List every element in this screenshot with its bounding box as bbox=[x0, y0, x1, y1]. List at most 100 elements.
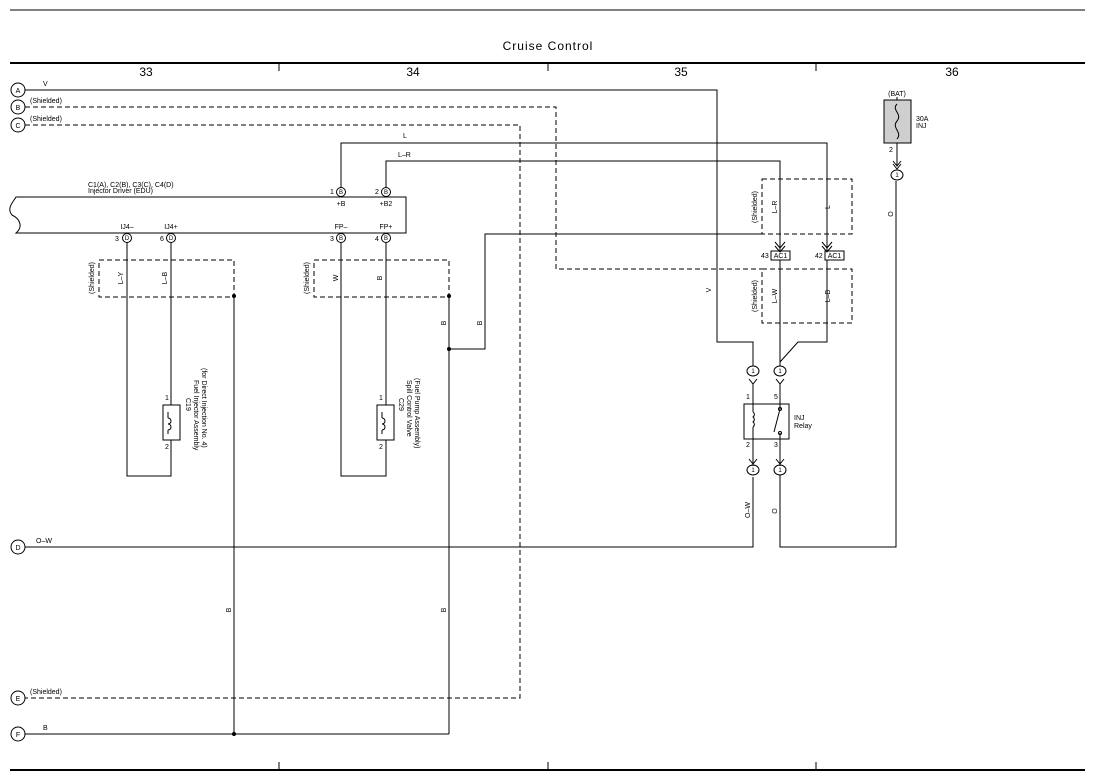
column-number: 33 bbox=[139, 65, 153, 79]
relay-name: Relay bbox=[794, 423, 812, 430]
shield-box-lower bbox=[761, 268, 853, 324]
wire-color-label: W bbox=[333, 274, 340, 281]
column-number: 34 bbox=[406, 65, 420, 79]
wire-color-label: O bbox=[888, 211, 895, 217]
wire-spill-minus bbox=[340, 243, 387, 477]
svg-text:C: C bbox=[15, 123, 20, 130]
connector-arrow bbox=[821, 241, 833, 253]
wire-l-r bbox=[385, 160, 781, 251]
pin-number: 1 bbox=[330, 189, 334, 196]
wire-color-label: B bbox=[226, 607, 233, 612]
edu-connectors: C1(A), C2(B), C3(C), C4(D) bbox=[88, 182, 174, 189]
pin-label: IJ4+ bbox=[164, 224, 177, 231]
relay-connector-top-1: 1 bbox=[746, 365, 760, 385]
svg-text:B: B bbox=[339, 190, 343, 196]
spill-valve-name: Spill Control Valve bbox=[405, 380, 412, 437]
connector-b-pin bbox=[336, 233, 346, 243]
pin-number: 2 bbox=[165, 444, 169, 451]
relay-name: INJ bbox=[794, 415, 805, 422]
relay-pin-number: 5 bbox=[774, 394, 778, 401]
inj-fuse bbox=[883, 99, 912, 144]
splice-point bbox=[232, 732, 236, 736]
edu-name: Injector Driver (EDU) bbox=[88, 188, 153, 195]
pin-number: 6 bbox=[160, 236, 164, 243]
splice-point bbox=[232, 294, 236, 298]
fuse-name: INJ bbox=[916, 123, 927, 130]
connector-arrow bbox=[774, 241, 786, 253]
junction-code: AC1 bbox=[774, 253, 788, 260]
wire-v bbox=[25, 89, 754, 366]
pin-label: IJ4– bbox=[120, 224, 133, 231]
pin-number: 3 bbox=[330, 236, 334, 243]
wire-l-b bbox=[779, 260, 828, 363]
terminal-e: E bbox=[10, 690, 26, 706]
svg-text:B: B bbox=[384, 236, 388, 242]
fuel-injector-coil bbox=[162, 404, 181, 441]
wire-color-label: L–W bbox=[772, 288, 779, 303]
svg-text:1: 1 bbox=[751, 468, 755, 474]
pin-label: FP+ bbox=[379, 224, 392, 231]
injector-driver-edu bbox=[9, 196, 407, 234]
svg-text:1: 1 bbox=[778, 468, 782, 474]
fuse-rating: 30A bbox=[916, 116, 929, 123]
svg-text:D: D bbox=[15, 545, 20, 552]
wire-color-label: L bbox=[825, 205, 832, 209]
svg-text:B: B bbox=[384, 190, 388, 196]
svg-text:D: D bbox=[125, 236, 130, 242]
column-number: 35 bbox=[674, 65, 688, 79]
spill-valve-subname: (Fuel Pump Assembly) bbox=[413, 378, 420, 448]
terminal-c: C bbox=[10, 117, 26, 133]
relay-connector-bottom-1: 1 bbox=[746, 439, 760, 476]
pin-number: 2 bbox=[379, 444, 383, 451]
shield-label: (Shielded) bbox=[30, 689, 62, 696]
wire-color-label: L–Y bbox=[118, 271, 125, 284]
svg-text:1: 1 bbox=[751, 369, 755, 375]
relay-connector-top-2: 1 bbox=[773, 365, 787, 385]
pin-number: 1 bbox=[379, 395, 383, 402]
wire-color-label: B bbox=[43, 725, 48, 732]
injector-subname: (for Direct Injection No. 4) bbox=[200, 368, 207, 448]
shield-wire-c bbox=[25, 124, 521, 699]
injector-name: Fuel Injector Assembly bbox=[192, 380, 199, 451]
shield-label: (Shielded) bbox=[30, 98, 62, 105]
svg-text:F: F bbox=[16, 732, 20, 739]
wire-color-label: L–B bbox=[162, 271, 169, 284]
wire-color-label: O–W bbox=[745, 502, 752, 518]
wire-color-label: O–W bbox=[36, 538, 52, 545]
wire-color-label: O bbox=[772, 508, 779, 514]
fuse-pin-number: 2 bbox=[889, 147, 893, 154]
wire-color-label: B bbox=[377, 275, 384, 280]
relay-pin-number: 1 bbox=[746, 394, 750, 401]
junction-code: AC1 bbox=[828, 253, 842, 260]
junction-pin-number: 43 bbox=[761, 253, 769, 260]
junction-connector-ac1 bbox=[824, 250, 845, 261]
wire-color-label: L–R bbox=[772, 201, 779, 214]
terminal-f: F bbox=[10, 726, 26, 742]
svg-text:D: D bbox=[169, 236, 174, 242]
shield-label: (Shielded) bbox=[752, 191, 759, 223]
shield-wire-b bbox=[25, 106, 762, 270]
terminal-a: A bbox=[10, 82, 26, 98]
svg-text:B: B bbox=[16, 105, 21, 112]
svg-text:1: 1 bbox=[778, 369, 782, 375]
inj-relay bbox=[743, 384, 790, 440]
connector-b-pin bbox=[381, 233, 391, 243]
shield-label: (Shielded) bbox=[30, 116, 62, 123]
fuse-connector bbox=[890, 169, 904, 181]
pin-label: +B2 bbox=[380, 201, 393, 208]
injector-code: C19 bbox=[184, 398, 191, 411]
junction-pin-number: 42 bbox=[815, 253, 823, 260]
column-number: 36 bbox=[945, 65, 959, 79]
wire-color-label: V bbox=[43, 81, 48, 88]
fuse-connector-arrow bbox=[892, 143, 902, 170]
fuse-source: (BAT) bbox=[888, 91, 906, 98]
wire-color-label: L–R bbox=[398, 152, 411, 159]
pin-number: 2 bbox=[375, 189, 379, 196]
svg-text:A: A bbox=[16, 88, 21, 95]
relay-pin-number: 2 bbox=[746, 442, 750, 449]
spill-valve-code: C29 bbox=[397, 398, 404, 411]
pin-number: 3 bbox=[115, 236, 119, 243]
pin-label: +B bbox=[337, 201, 346, 208]
